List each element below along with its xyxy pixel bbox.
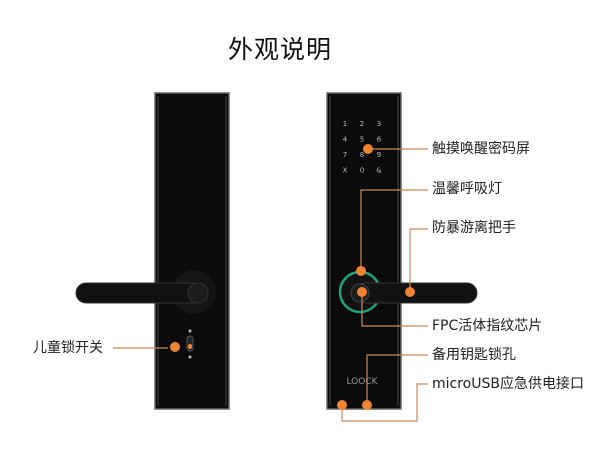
keypad-key[interactable]: 4	[343, 136, 348, 144]
keypad-key[interactable]: 5	[360, 136, 364, 144]
label-fingerprint: FPC活体指纹芯片	[432, 318, 543, 334]
label-breathing-light: 温馨呼吸灯	[432, 181, 502, 197]
keypad-key[interactable]: 3	[377, 120, 381, 128]
fingerprint-dot	[357, 287, 367, 297]
keypad-key[interactable]: 9	[377, 151, 381, 159]
label-handle: 防暴游离把手	[432, 220, 516, 236]
label-key-hole: 备用钥匙锁孔	[432, 347, 516, 363]
keypad-key[interactable]: 8	[360, 151, 364, 159]
keypad-key[interactable]: 7	[343, 151, 347, 159]
touch-screen-dot	[363, 144, 373, 154]
brand-logo: LOOCK	[346, 377, 378, 387]
keypad-key[interactable]: X	[343, 167, 348, 175]
callout-lines	[113, 148, 428, 422]
keypad-key[interactable]: 1	[343, 120, 347, 128]
keypad-key[interactable]: &	[376, 167, 382, 175]
child-lock-dot	[170, 342, 180, 352]
label-touch-screen: 触摸唤醒密码屏	[432, 141, 530, 157]
usb-port-dot	[337, 400, 347, 410]
handle-dot	[405, 287, 415, 297]
child-lock-switch	[186, 329, 194, 359]
label-usb-port: microUSB应急供电接口	[432, 376, 584, 392]
label-child-lock: 儿童锁开关	[33, 340, 103, 356]
keypad-key[interactable]: 6	[377, 136, 382, 144]
callout-dots	[170, 144, 415, 410]
keypad-key[interactable]: 2	[360, 120, 364, 128]
keypad: 1 2 3 4 5 6 7 8 9X 0 &	[343, 120, 383, 175]
page-title: 外观说明	[227, 35, 332, 64]
keypad-key[interactable]: 0	[360, 167, 364, 175]
key-hole-dot	[362, 400, 372, 410]
back-lock-panel	[75, 92, 230, 410]
breathing-light-dot	[356, 266, 366, 276]
